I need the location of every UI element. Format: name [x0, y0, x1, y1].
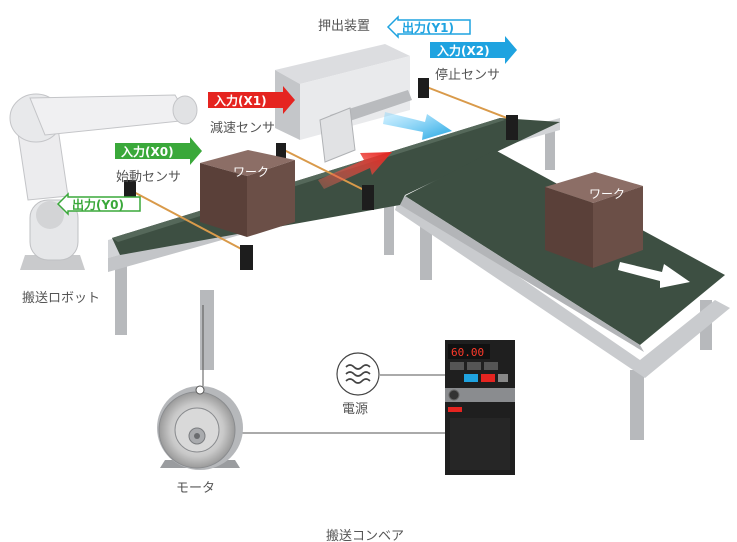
robot-label: 搬送ロボット	[22, 291, 100, 306]
sensors	[124, 78, 518, 270]
start-sensor-receiver	[240, 245, 253, 270]
work-label-1: ワーク	[233, 165, 269, 179]
input-x1-label: 入力(X1)	[214, 93, 267, 108]
output-y1-tag: 出力(Y1)	[386, 15, 471, 39]
output-y0-label: 出力(Y0)	[72, 197, 124, 212]
decel-sensor-label: 減速センサ	[210, 120, 275, 136]
work-label-2: ワーク	[589, 187, 625, 201]
branch-direction-arrow-white	[618, 262, 690, 288]
start-sensor-emitter	[124, 180, 136, 198]
motor-label: モータ	[176, 481, 215, 496]
output-y1-label: 出力(Y1)	[402, 20, 454, 35]
wiring	[202, 305, 445, 434]
conveyor-title: 搬送コンベア	[326, 529, 404, 542]
power-label: 電源	[342, 402, 368, 417]
start-sensor-label: 始動センサ	[116, 170, 181, 185]
conveyor-direction-arrow-red	[318, 152, 392, 189]
pusher-label: 押出装置	[318, 19, 370, 34]
decel-sensor-receiver	[362, 185, 374, 210]
stop-sensor-receiver	[506, 115, 518, 140]
output-y0-tag: 出力(Y0)	[56, 192, 141, 216]
input-x1-tag: 入力(X1)	[208, 86, 295, 114]
power-supply-icon	[336, 352, 380, 396]
decel-sensor-emitter	[276, 143, 286, 159]
stop-sensor-label: 停止センサ	[435, 67, 500, 83]
input-x0-label: 入力(X0)	[121, 144, 174, 159]
input-x2-label: 入力(X2)	[437, 43, 490, 58]
inverter-display: 60.00	[451, 346, 484, 359]
inverter: 60.00	[445, 340, 515, 475]
work-box-2	[545, 172, 643, 268]
motor	[157, 385, 243, 470]
input-x0-tag: 入力(X0)	[115, 137, 202, 165]
pusher-device	[275, 44, 412, 163]
input-x2-tag: 入力(X2)	[430, 36, 517, 64]
robot-arm	[9, 93, 198, 270]
stop-sensor-emitter	[418, 78, 429, 98]
work-box-1	[200, 150, 295, 237]
push-direction-arrow-blue	[383, 112, 452, 140]
